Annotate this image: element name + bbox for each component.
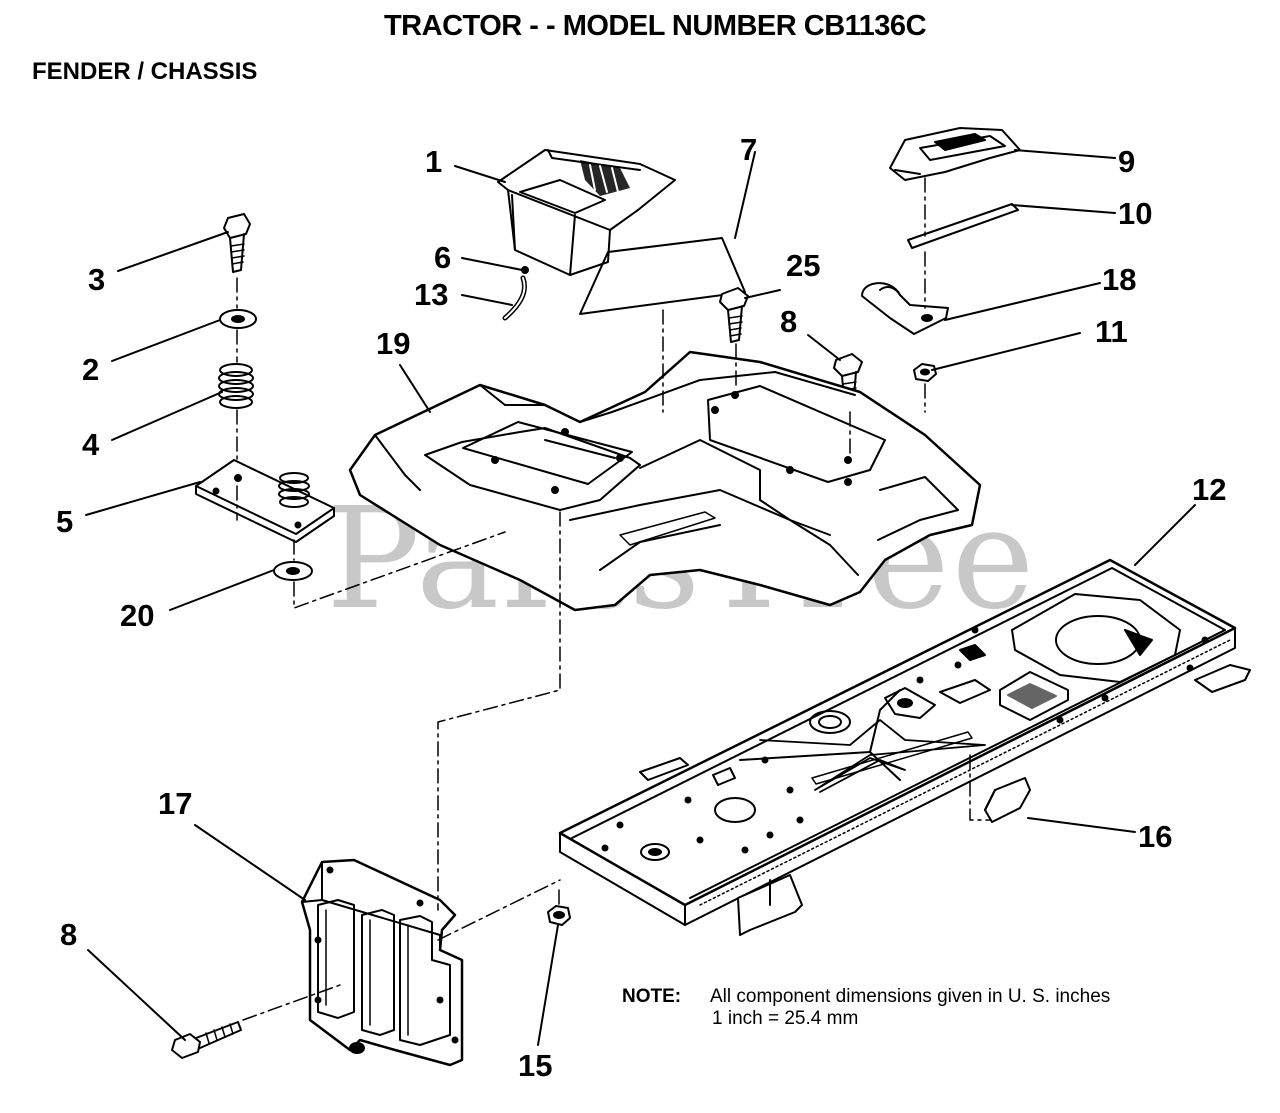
callout-5: 5 [56,504,73,539]
callout-20: 20 [120,598,154,633]
part-4-spring [218,363,254,409]
callout-2: 2 [82,352,99,387]
part-10-plate [907,203,1019,249]
part-19-fender [348,350,982,612]
alignment-lines [236,177,991,1021]
callout-11: 11 [1095,314,1128,349]
diagram-subtitle: FENDER / CHASSIS [32,58,258,85]
callout-13: 13 [414,277,448,312]
part-5-bracket [195,459,335,543]
callout-15: 15 [518,1048,552,1083]
part-2-washer [219,309,257,329]
callout-7: 7 [740,132,757,167]
part-25-bolt [719,287,749,343]
part-3-bolt [223,213,251,273]
part-9-cover [889,127,1021,181]
callout-8-upper: 8 [780,304,797,339]
callout-12: 12 [1192,472,1226,507]
diagram-title: TRACTOR - - MODEL NUMBER CB1136C [383,10,927,42]
callout-10: 10 [1118,196,1152,231]
callout-9: 9 [1118,144,1135,179]
note-label: NOTE: [622,986,682,1007]
note-line-2: 1 inch = 25.4 mm [712,1008,859,1029]
part-8-bolt-lower [171,1021,242,1059]
callout-3: 3 [88,262,105,297]
part-12-chassis [558,558,1251,936]
leader-lines [85,149,1196,1046]
part-1-tray [497,149,676,276]
part-17-front-plate [300,858,464,1067]
callout-17: 17 [158,786,192,821]
part-13-tube [502,275,527,321]
callout-1: 1 [425,144,442,179]
part-11-nut [913,363,937,382]
dimension-note: NOTE: All component dimensions given in U… [622,986,1110,1030]
callout-4: 4 [82,427,100,462]
part-18-clamp [861,282,949,335]
part-15-nut [547,905,571,926]
callout-8-lower: 8 [60,917,77,952]
note-line-1: All component dimensions given in U. S. … [710,986,1111,1007]
callout-19: 19 [376,326,410,361]
callout-6: 6 [434,240,451,275]
part-16-bracket [984,777,1031,823]
part-20-washer [273,561,313,581]
callout-16: 16 [1138,819,1172,854]
callout-18: 18 [1102,262,1136,297]
callout-numbers: 1 2 3 4 5 6 7 8 8 9 10 11 12 13 15 16 17… [56,132,1226,1083]
callout-25: 25 [786,248,820,283]
part-7-decal [579,237,746,315]
